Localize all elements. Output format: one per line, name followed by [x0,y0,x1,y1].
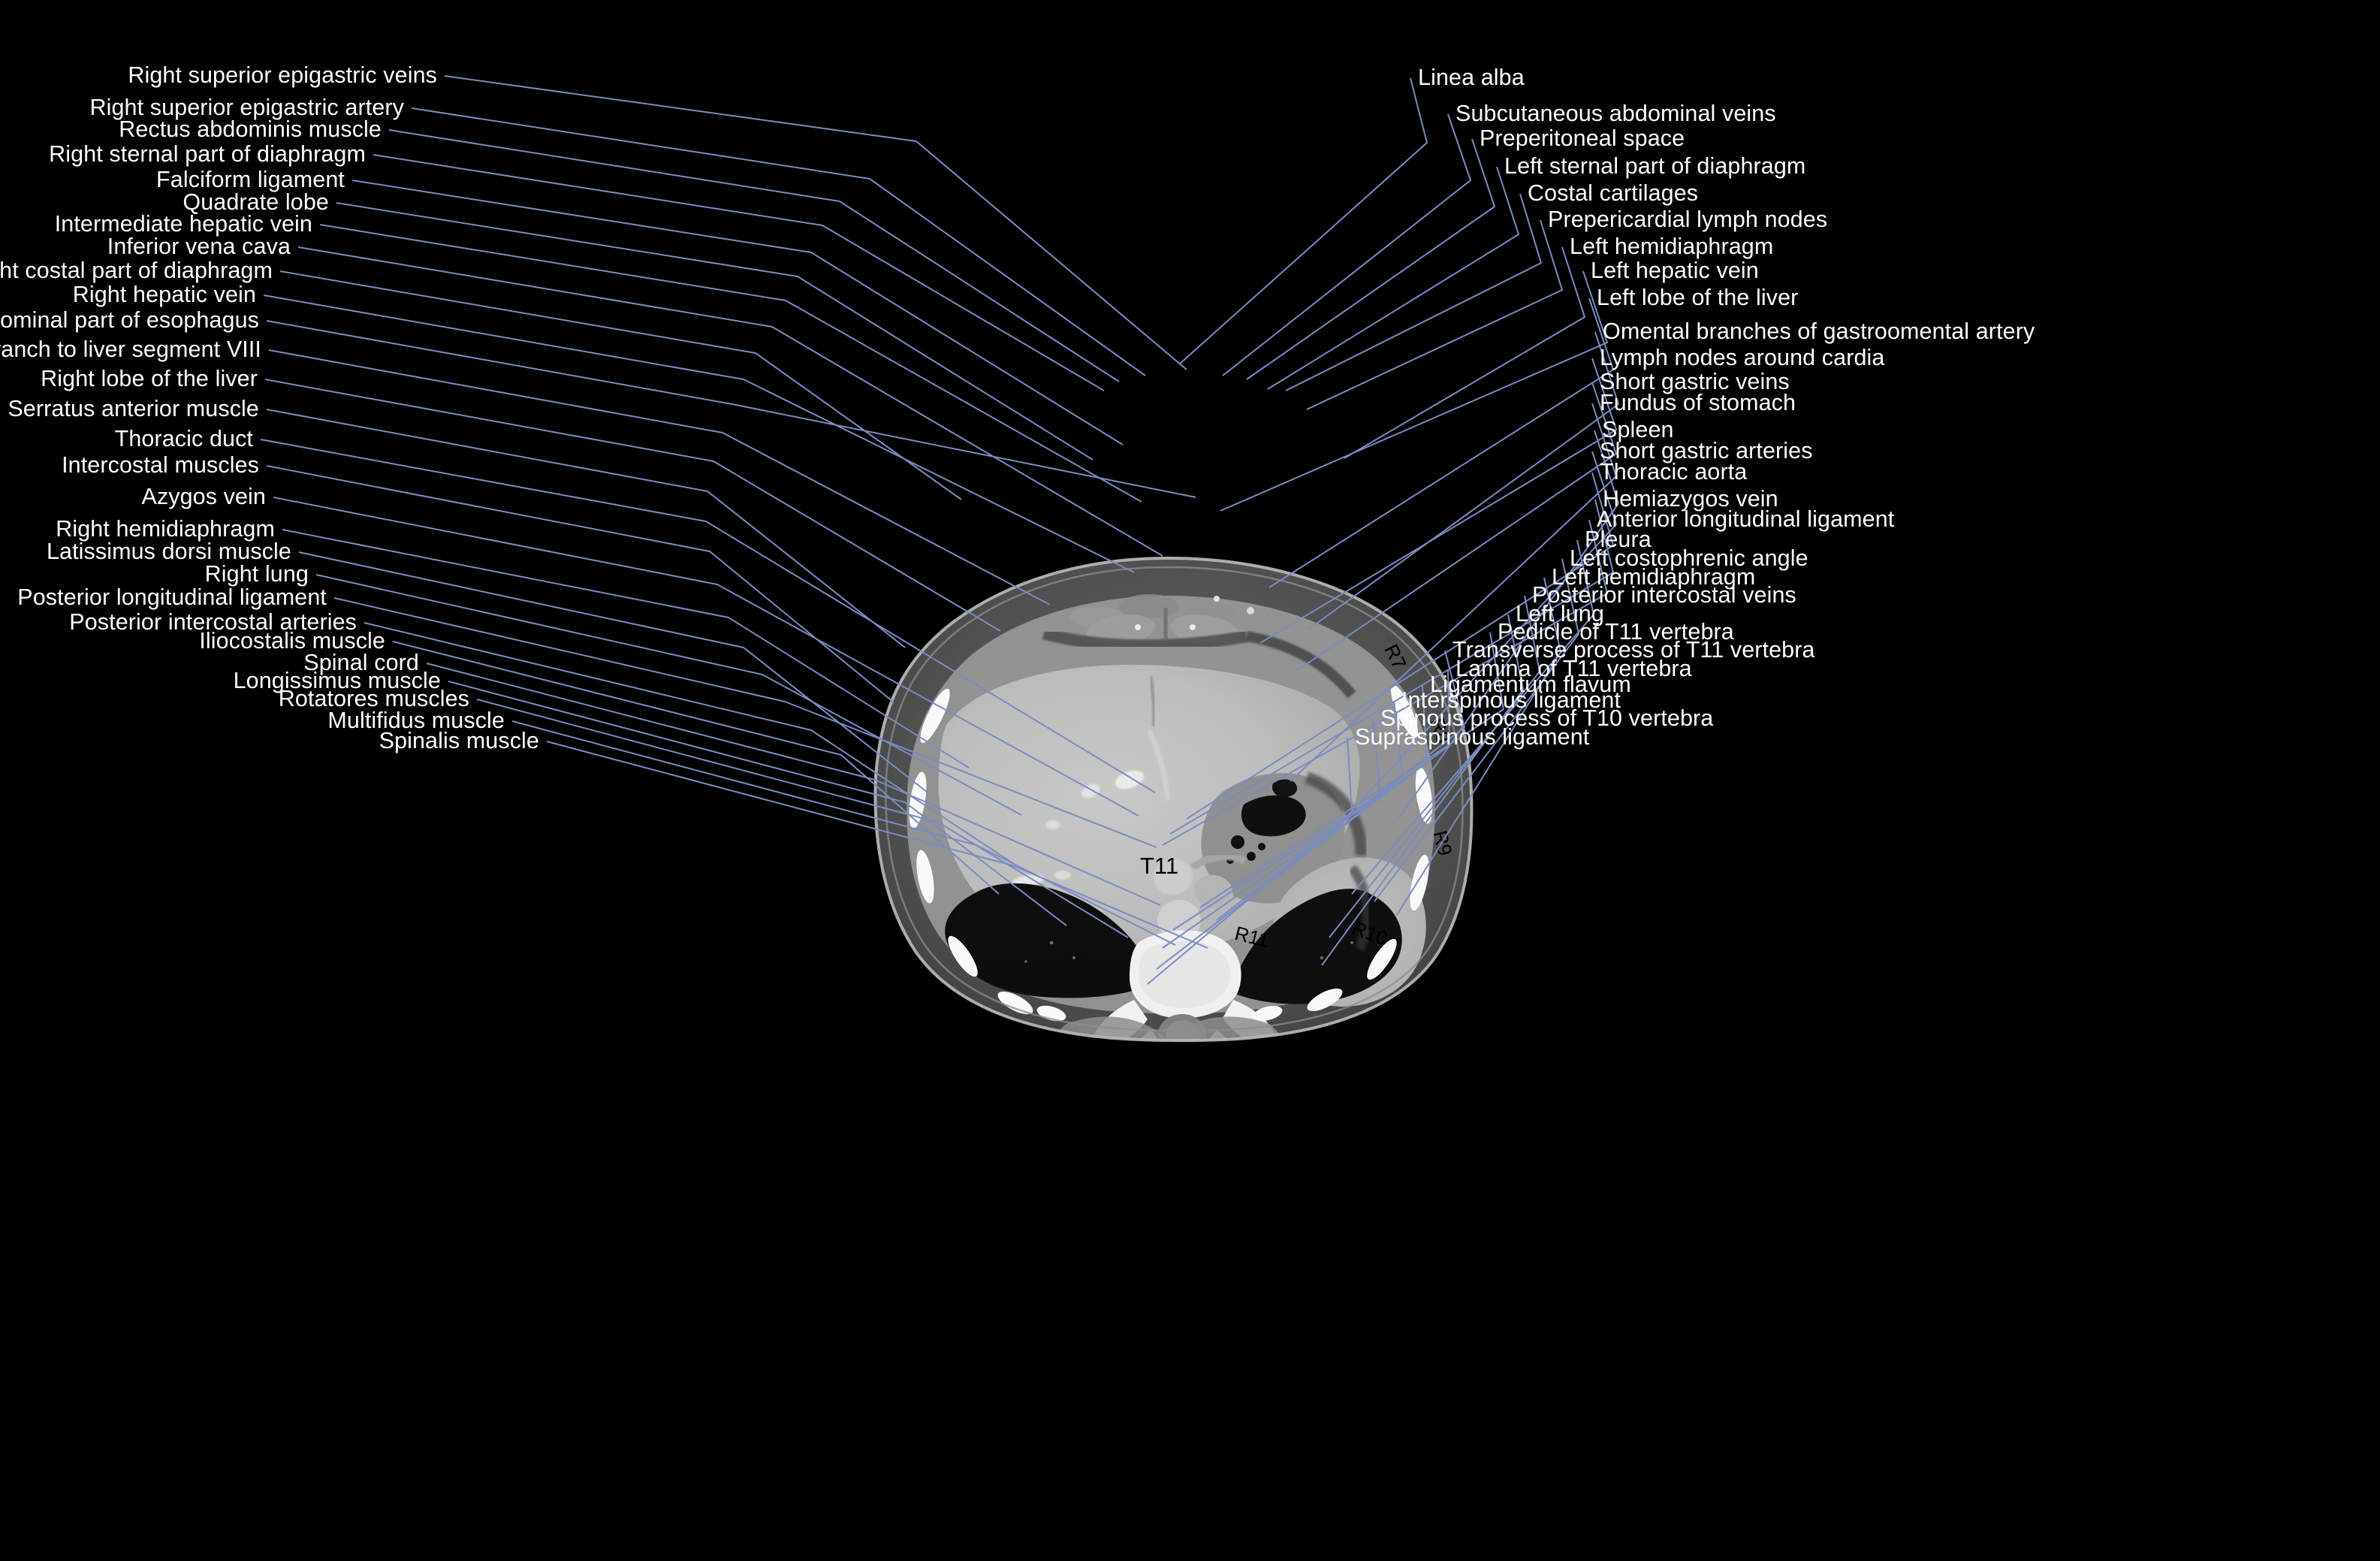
leader-line [1222,113,1471,376]
label-posterior-intercostal-arteries: Posterior intercostal arteries [69,609,357,635]
label-longissimus-muscle: Longissimus muscle [233,668,441,693]
label-right-lung: Right lung [204,561,309,587]
label-thoracic-aorta: Thoracic aorta [1600,459,1748,485]
label-short-gastric-veins: Short gastric veins [1600,369,1790,394]
leader-line [279,270,962,500]
label-pedicle-of-t11-vertebra: Pedicle of T11 vertebra [1498,619,1734,645]
leader-line [319,224,1142,503]
leader-line [1220,270,1608,512]
label-right-costal-part-of-diaphragm: Right costal part of diaphragm [0,258,273,283]
label-interspinous-ligament: Interspinous ligament [1401,687,1621,713]
label-abdominal-part-of-esophagus: Abdominal part of esophagus [0,307,259,333]
label-spinalis-muscle: Spinalis muscle [379,728,539,753]
label-transverse-process-of-t11-vertebra: Transverse process of T11 vertebra [1452,637,1815,663]
label-left-costophrenic-angle: Left costophrenic angle [1570,545,1808,571]
label-spleen: Spleen [1602,417,1674,442]
label-left-hemidiaphragm-1: Left hemidiaphragm [1570,234,1774,259]
leader-line [444,75,1187,370]
leader-line [1267,166,1519,390]
label-right-sternal-part-of-diaphragm: Right sternal part of diaphragm [49,141,366,167]
label-portal-vein-branch-to-liver-segment-viii: Portal vein branch to liver segment VIII [0,337,261,362]
label-left-lobe-of-the-liver: Left lobe of the liver [1597,285,1799,310]
label-costal-cartilages: Costal cartilages [1528,180,1699,206]
label-lymph-nodes-around-cardia: Lymph nodes around cardia [1600,345,1885,370]
leader-line [388,129,1120,382]
leader-line [373,154,1105,391]
label-intermediate-hepatic-vein: Intermediate hepatic vein [54,211,312,237]
label-iliocostalis-muscle: Iliocostalis muscle [199,628,385,654]
label-right-hemidiaphragm: Right hemidiaphragm [56,516,275,542]
label-lamina-of-t11-vertebra: Lamina of T11 vertebra [1455,656,1692,681]
label-preperitoneal-space: Preperitoneal space [1480,125,1685,151]
label-azygos-vein: Azygos vein [141,484,266,509]
label-rectus-abdominis-muscle: Rectus abdominis muscle [119,116,382,142]
label-pleura: Pleura [1585,527,1652,552]
label-right-hepatic-vein: Right hepatic vein [72,282,256,307]
leader-line [266,320,1196,498]
leader-line [1306,219,1563,410]
marker-vertebra-t11: T11 [1140,853,1179,879]
label-left-hemidiaphragm-2: Left hemidiaphragm [1552,564,1756,590]
label-posterior-longitudinal-ligament: Posterior longitudinal ligament [17,584,327,610]
label-serratus-anterior-muscle: Serratus anterior muscle [8,396,259,421]
label-hemiazygos-vein: Hemiazygos vein [1603,486,1778,512]
label-falciform-ligament: Falciform ligament [156,167,345,192]
leader-line [1178,77,1428,365]
leader-line [1268,297,1614,588]
label-latissimus-dorsi-muscle: Latissimus dorsi muscle [46,539,291,564]
label-right-superior-epigastric-artery: Right superior epigastric artery [89,95,404,120]
leader-line [1285,193,1542,391]
label-supraspinous-ligament: Supraspinous ligament [1355,724,1590,750]
ct-scan-image: T11 R7 R8 R9 R10 R11 [826,552,1510,1048]
leader-line [297,246,1163,557]
label-omental-branches-of-gastroomental-artery: Omental branches of gastroomental artery [1603,319,2035,344]
label-quadrate-lobe: Quadrate lobe [182,189,329,215]
label-left-hepatic-vein: Left hepatic vein [1591,258,1759,283]
label-spinous-process-of-t10-vertebra: Spinous process of T10 vertebra [1380,705,1714,731]
label-posterior-intercostal-veins: Posterior intercostal veins [1532,582,1796,608]
label-subcutaneous-abdominal-veins: Subcutaneous abdominal veins [1455,101,1776,126]
label-right-superior-epigastric-veins: Right superior epigastric veins [128,62,437,88]
label-anterior-longitudinal-ligament: Anterior longitudinal ligament [1597,506,1895,532]
label-linea-alba: Linea alba [1418,65,1525,90]
leader-line [351,180,1124,445]
leader-line [336,202,1093,460]
label-left-lung: Left lung [1516,601,1604,627]
leader-line [411,107,1146,376]
label-prepericardial-lymph-nodes: Prepericardial lymph nodes [1548,207,1828,232]
label-intercostal-muscles: Intercostal muscles [62,452,259,478]
label-thoracic-duct: Thoracic duct [114,426,253,451]
leader-line [266,409,906,648]
label-multifidus-muscle: Multifidus muscle [327,708,505,733]
leader-line [1344,246,1585,459]
label-right-lobe-of-the-liver: Right lobe of the liver [41,366,258,391]
leader-line [263,294,1135,573]
label-fundus-of-stomach: Fundus of stomach [1600,390,1796,415]
leader-line [1246,138,1495,380]
label-ligamentum-flavum: Ligamentum flavum [1430,672,1631,697]
label-left-sternal-part-of-diaphragm: Left sternal part of diaphragm [1504,153,1806,179]
label-spinal-cord: Spinal cord [303,650,419,675]
label-short-gastric-arteries: Short gastric arteries [1600,438,1813,463]
label-rotatores-muscles: Rotatores muscles [278,686,469,711]
label-inferior-vena-cava: Inferior vena cava [107,234,291,259]
